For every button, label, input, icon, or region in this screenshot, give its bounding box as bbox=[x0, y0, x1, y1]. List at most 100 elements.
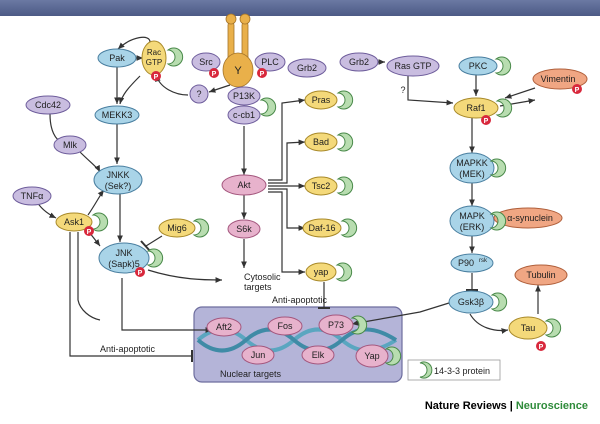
phospho-marker: P bbox=[481, 115, 491, 125]
mig6-label: Mig6 bbox=[167, 223, 187, 233]
akt-label: Akt bbox=[237, 180, 251, 190]
src-label: Src bbox=[199, 57, 213, 67]
anti-apoptotic-bottom-label: Anti-apoptotic bbox=[100, 344, 156, 354]
tubulin-node bbox=[514, 264, 568, 286]
legend-1433-icon bbox=[419, 361, 433, 379]
elk-node bbox=[301, 345, 335, 365]
protein-1433-shape bbox=[336, 176, 354, 196]
ras-gtp-node bbox=[386, 55, 440, 77]
protein-1433-shape bbox=[336, 132, 354, 152]
phospho-marker: P bbox=[135, 267, 145, 277]
mekk3-node bbox=[94, 105, 140, 125]
gsk3b-node bbox=[448, 290, 494, 314]
yap-label: yap bbox=[314, 267, 329, 277]
protein-1433-shape bbox=[489, 211, 507, 231]
raf1-label: Raf1 bbox=[466, 103, 485, 113]
ask1-node bbox=[55, 212, 93, 232]
protein-1433-shape bbox=[192, 218, 210, 238]
p73-node bbox=[318, 314, 354, 336]
legend-label: 14-3-3 protein bbox=[434, 366, 490, 376]
cytosolic-label-line1: Cytosolic bbox=[244, 272, 281, 282]
mapk-sublabel: (ERK) bbox=[460, 222, 485, 232]
footer: Nature Reviews|Neuroscience bbox=[0, 392, 600, 419]
yap-nuclear-label: Yap bbox=[364, 351, 379, 361]
question-node bbox=[189, 84, 209, 104]
protein-1433-group bbox=[91, 47, 562, 366]
phospho-marker: P bbox=[84, 226, 94, 236]
synuclein-node bbox=[493, 207, 563, 229]
pras-node bbox=[304, 90, 338, 110]
jun-node bbox=[241, 345, 275, 365]
akt-node bbox=[221, 174, 267, 196]
svg-text:P: P bbox=[575, 87, 580, 94]
protein-1433-shape bbox=[340, 218, 358, 238]
tau-node bbox=[508, 316, 548, 340]
receptor bbox=[222, 13, 254, 88]
svg-text:P: P bbox=[539, 344, 544, 351]
phospho-marker: P bbox=[151, 71, 161, 81]
cdc42-node bbox=[25, 95, 71, 115]
legend: 14-3-3 protein bbox=[407, 359, 501, 381]
tsc2-label: Tsc2 bbox=[312, 181, 331, 191]
brand-separator: | bbox=[509, 400, 513, 412]
protein-1433-shape bbox=[495, 98, 513, 118]
plc-node bbox=[254, 52, 286, 72]
question-label-2: ? bbox=[400, 85, 405, 95]
daf16-label: Daf-16 bbox=[308, 223, 335, 233]
p90-label: P90 bbox=[458, 258, 474, 268]
grb2-a-label: Grb2 bbox=[297, 63, 317, 73]
phospho-marker: P bbox=[572, 84, 582, 94]
protein-1433-shape bbox=[494, 56, 512, 76]
protein-1433-shape bbox=[146, 248, 164, 268]
aft2-label: Aft2 bbox=[216, 322, 232, 332]
mlk-node bbox=[53, 135, 87, 155]
mlk-label: Mlk bbox=[63, 140, 77, 150]
s6k-node bbox=[227, 219, 261, 239]
jnk-sublabel: (Sapk)5 bbox=[108, 259, 140, 269]
mapkk-node bbox=[449, 152, 495, 184]
protein-1433-shape bbox=[259, 97, 277, 117]
ras-gtp-label: Ras GTP bbox=[394, 61, 431, 71]
svg-text:P: P bbox=[212, 71, 217, 78]
protein-1433-shape bbox=[91, 212, 109, 232]
elk-label: Elk bbox=[312, 350, 325, 360]
bad-node bbox=[304, 132, 338, 152]
free-labels: Cytosolic targets Anti-apoptotic Anti-ap… bbox=[100, 272, 328, 379]
jnkk-label: JNKK bbox=[106, 170, 129, 180]
pkc-node bbox=[458, 56, 498, 76]
phospho-marker: P bbox=[536, 341, 546, 351]
grb2-b-label: Grb2 bbox=[349, 57, 369, 67]
pak-label: Pak bbox=[109, 53, 125, 63]
protein-1433-shape bbox=[489, 158, 507, 178]
cytosolic-label-line2: targets bbox=[244, 282, 272, 292]
tau-label: Tau bbox=[521, 323, 536, 333]
tubulin-label: Tubulin bbox=[526, 270, 555, 280]
svg-text:P: P bbox=[138, 270, 143, 277]
protein-1433-shape bbox=[350, 315, 368, 335]
phospho-marker: P bbox=[257, 68, 267, 78]
nuclear-targets-label: Nuclear targets bbox=[220, 369, 282, 379]
fos-label: Fos bbox=[277, 321, 293, 331]
grb2-b-node bbox=[339, 52, 379, 72]
footer-brand: Nature Reviews|Neuroscience bbox=[425, 400, 588, 412]
protein-1433-shape bbox=[384, 346, 402, 366]
aft2-node bbox=[206, 317, 242, 337]
svg-text:P: P bbox=[484, 118, 489, 125]
src-node bbox=[191, 52, 221, 72]
vimentin-label: Vimentin bbox=[541, 74, 576, 84]
protein-1433-shape bbox=[166, 47, 184, 67]
yap-nuclear-node bbox=[355, 344, 389, 368]
question-label: ? bbox=[196, 89, 201, 99]
mig6-node bbox=[158, 218, 196, 238]
rac-label: Rac bbox=[147, 48, 161, 57]
jnk-label: JNK bbox=[115, 248, 132, 258]
ask1-label: Ask1 bbox=[64, 217, 84, 227]
jnk-node bbox=[98, 242, 150, 274]
mapkk-label: MAPKK bbox=[456, 158, 488, 168]
p73-label: P73 bbox=[328, 320, 344, 330]
fos-node bbox=[267, 316, 303, 336]
tnfa-node bbox=[12, 186, 52, 206]
anti-apoptotic-top-label: Anti-apoptotic bbox=[272, 295, 328, 305]
pras-label: Pras bbox=[312, 95, 331, 105]
